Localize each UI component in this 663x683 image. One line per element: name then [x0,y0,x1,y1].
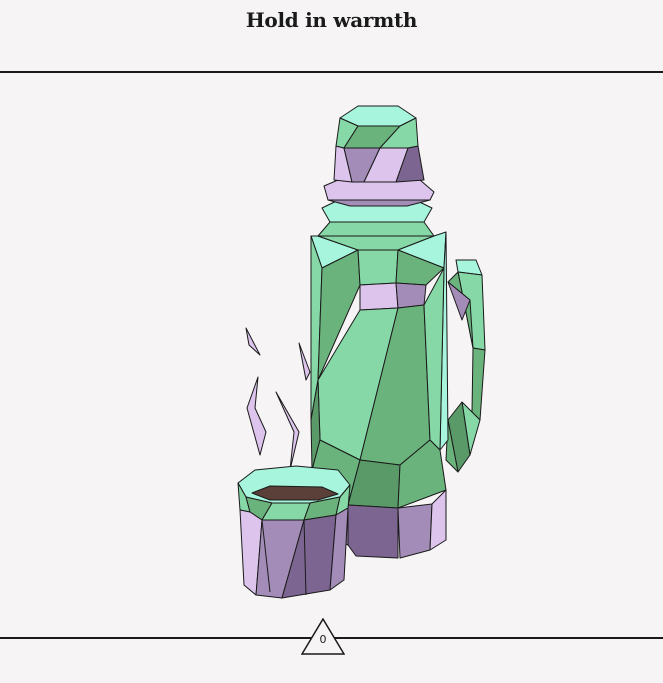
top-divider [0,71,663,73]
steam-wisps [245,327,311,471]
page-number-badge [301,618,345,655]
page-title: Hold in warmth [245,8,418,32]
thermos-body [310,195,449,559]
page-number: 0 [319,633,327,646]
thermos-handle [445,259,486,473]
thermos-cap [323,105,435,207]
coffee-cup [237,465,351,599]
